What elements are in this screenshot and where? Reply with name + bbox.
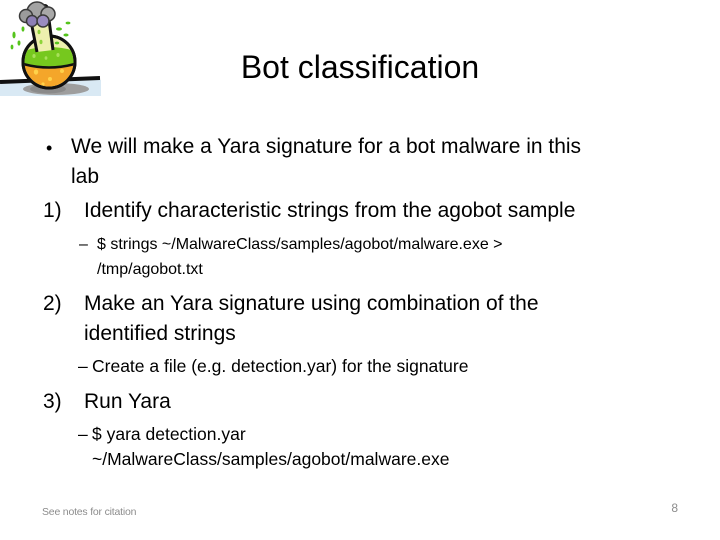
sub-list-item: – $ strings ~/MalwareClass/samples/agobo… (36, 232, 700, 282)
footer-note: See notes for citation (42, 506, 137, 518)
sub-item-text: $ strings ~/MalwareClass/samples/agobot/… (97, 236, 503, 278)
list-item-text: Make an Yara signature using combination… (84, 292, 539, 345)
list-item-text: Run Yara (84, 390, 171, 413)
number-marker: 3) (43, 390, 62, 413)
flask-clipart (0, 0, 104, 98)
list-item: 1) Identify characteristic strings from … (36, 196, 700, 226)
number-marker: 1) (43, 199, 62, 222)
bullet-list: • We will make a Yara signature for a bo… (36, 132, 700, 472)
slide-title: Bot classification (240, 49, 480, 85)
sub-list-item: – Create a file (e.g. detection.yar) for… (36, 354, 700, 379)
sub-item-text: $ yara detection.yar ~/MalwareClass/samp… (92, 424, 450, 469)
sub-item-text: Create a file (e.g. detection.yar) for t… (92, 356, 469, 376)
list-item-text: We will make a Yara signature for a bot … (71, 135, 582, 188)
page-number: 8 (671, 501, 678, 515)
dash-marker: – (78, 424, 88, 444)
bullet-marker: • (46, 138, 53, 158)
flask-icon (0, 1, 101, 96)
list-item: 2) Make an Yara signature using combinat… (36, 289, 700, 349)
number-marker: 2) (43, 292, 62, 315)
list-item: • We will make a Yara signature for a bo… (36, 132, 700, 192)
list-item-text: Identify characteristic strings from the… (84, 199, 576, 222)
list-item: 3) Run Yara (36, 387, 700, 417)
dash-marker: – (79, 236, 88, 253)
sub-list-item: – $ yara detection.yar ~/MalwareClass/sa… (36, 422, 700, 472)
dash-marker: – (78, 356, 88, 376)
